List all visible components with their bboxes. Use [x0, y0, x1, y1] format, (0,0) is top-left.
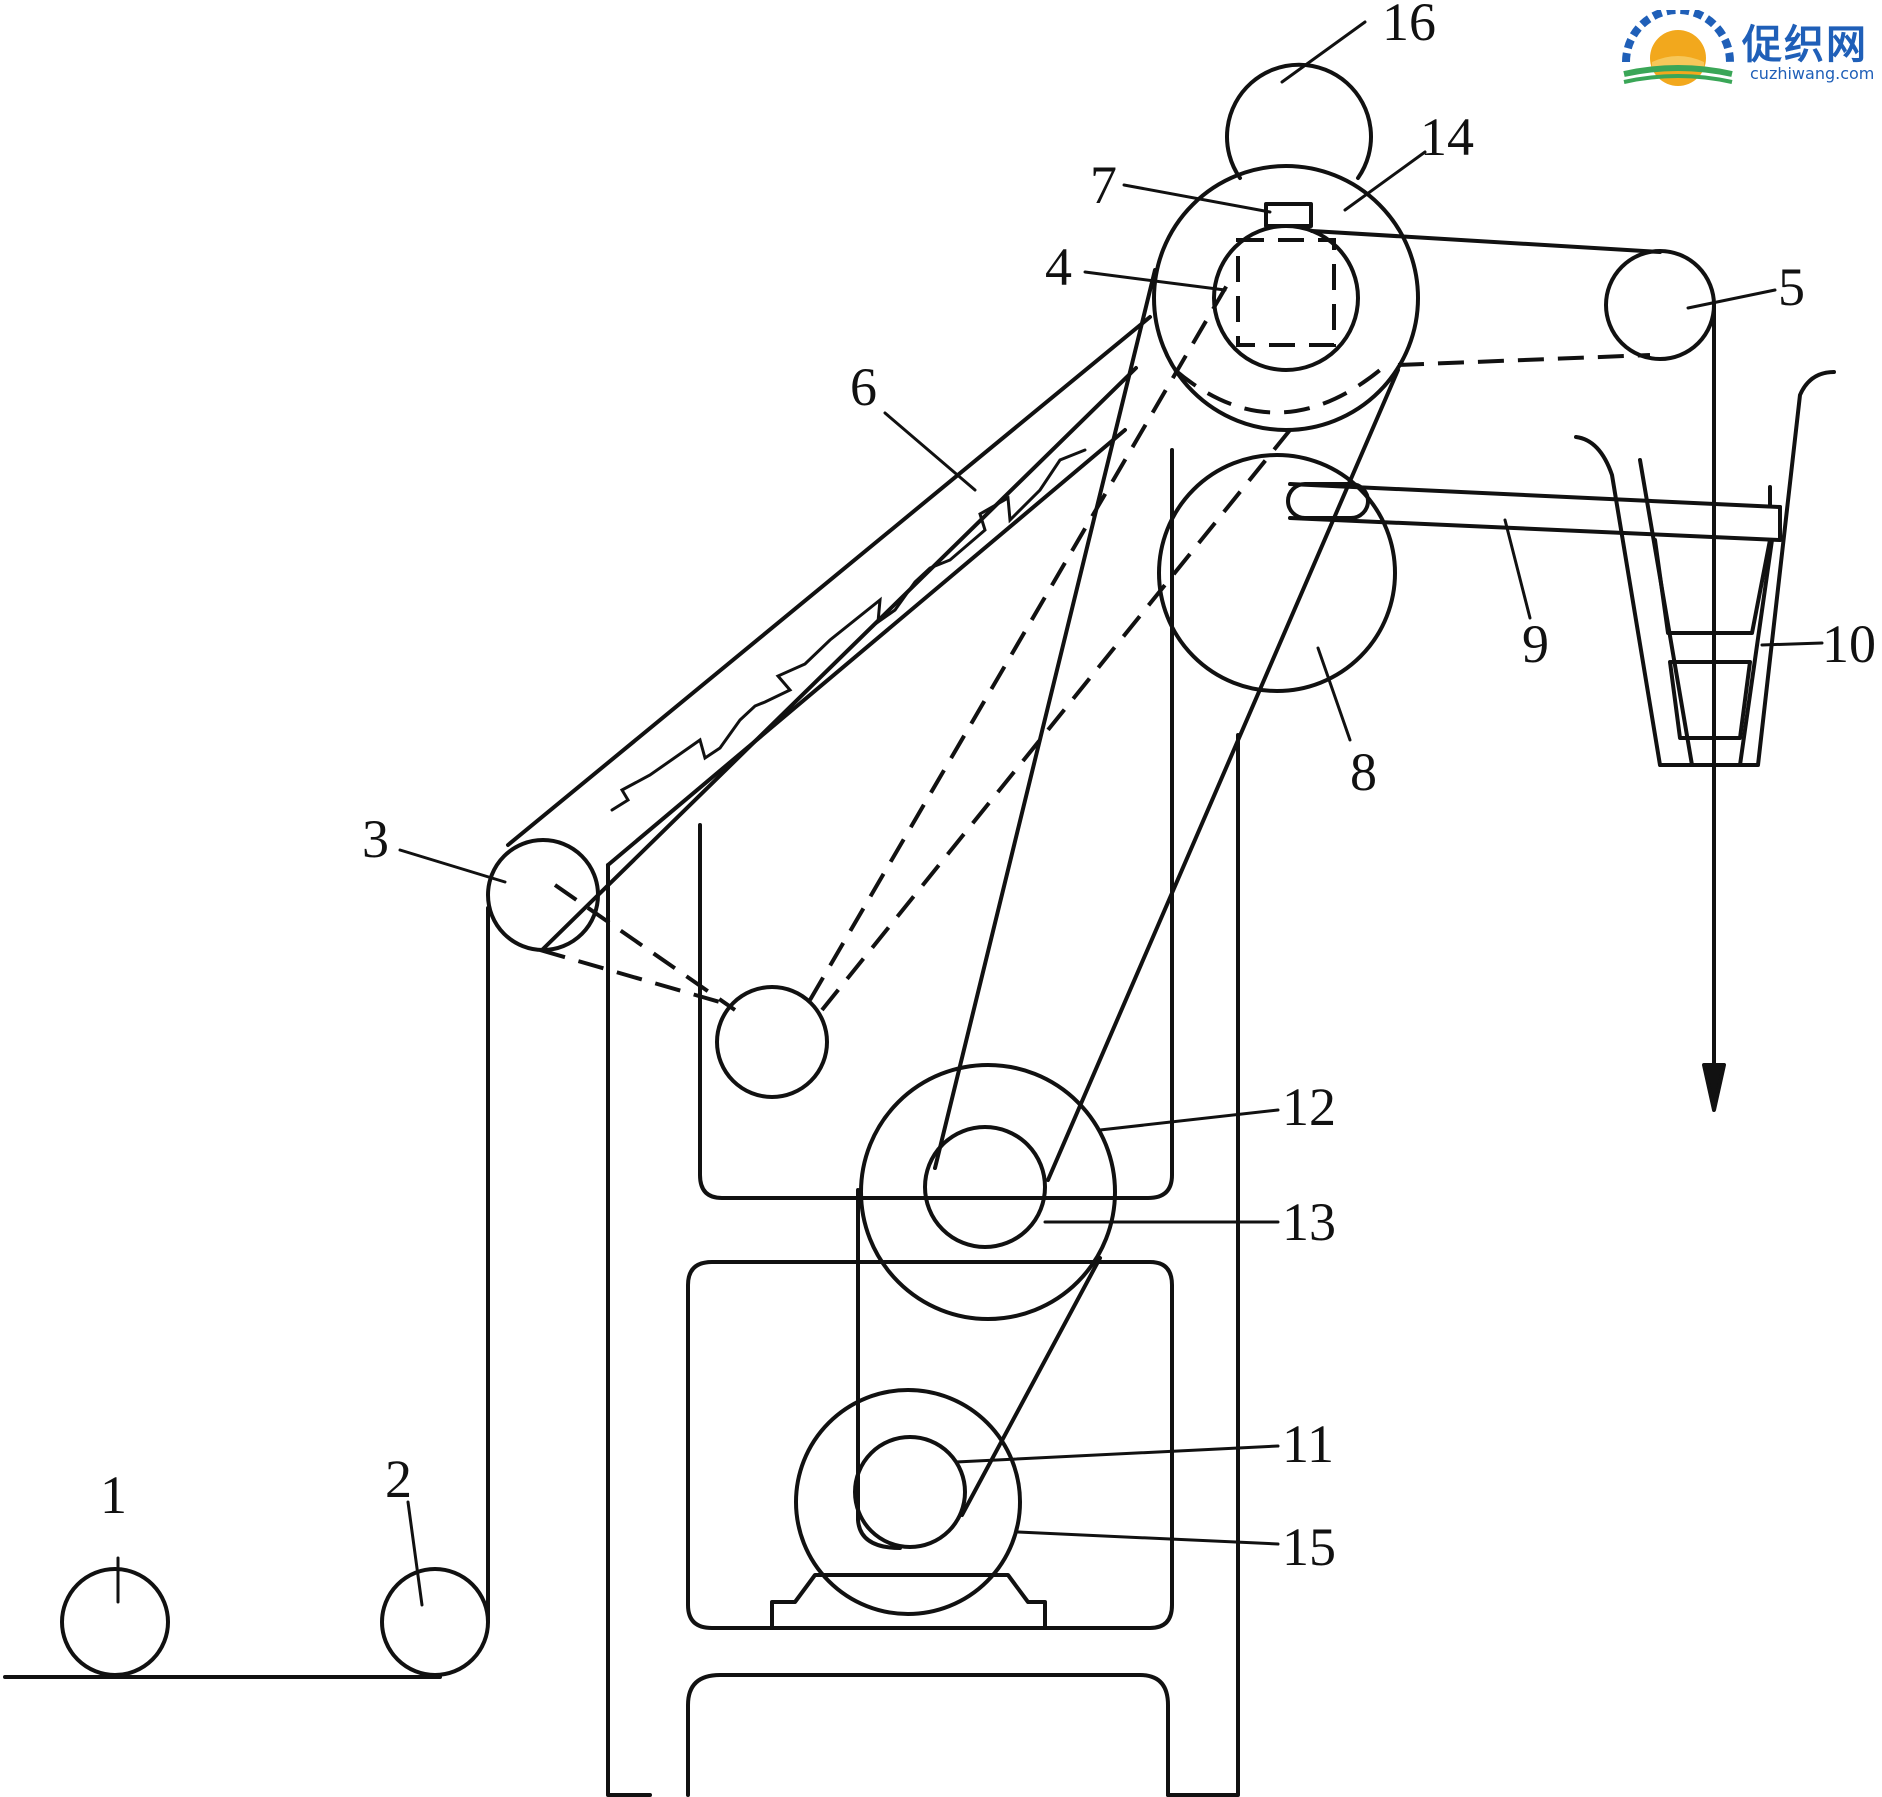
label-15: 15 [1282, 1517, 1336, 1577]
logo-url: cuzhiwang.com [1750, 64, 1875, 83]
fabric-folds-on-conveyor [610, 448, 1087, 812]
leader-5 [1686, 288, 1777, 310]
frame-upper-chamber [698, 448, 1174, 1200]
label-8: 8 [1350, 742, 1377, 802]
pulley-11 [853, 1435, 967, 1549]
bucket-10-lower-trap [1668, 660, 1752, 740]
leader-16 [1280, 20, 1367, 84]
leader-9 [1503, 518, 1532, 620]
pulley-13 [923, 1125, 1047, 1249]
leader-4 [1083, 270, 1227, 292]
leader-12 [1098, 1108, 1280, 1132]
leader-11 [954, 1444, 1280, 1464]
label-9: 9 [1522, 614, 1549, 674]
roller-8 [1157, 453, 1397, 693]
leader-7 [1122, 183, 1272, 214]
dashed-arc-around-4 [1173, 368, 1382, 415]
top-wheel-14 [1152, 164, 1420, 432]
dashed-belt-lower-to-top-2 [820, 428, 1292, 1012]
top-roller-16 [1225, 62, 1373, 180]
roller-3 [486, 838, 600, 952]
leader-2 [406, 1500, 424, 1607]
label-16: 16 [1382, 0, 1436, 52]
pulley-12 [859, 1063, 1117, 1321]
label-7: 7 [1090, 155, 1117, 215]
label-5: 5 [1778, 257, 1805, 317]
label-14: 14 [1420, 107, 1474, 167]
site-logo: 促织网 cuzhiwang.com [1618, 6, 1878, 88]
label-11: 11 [1282, 1414, 1334, 1474]
frame-base-arch [686, 1673, 1170, 1797]
label-13: 13 [1282, 1192, 1336, 1252]
roller-2 [380, 1567, 490, 1677]
bucket-10-outer [1574, 370, 1836, 767]
belt-11-to-12 [856, 1188, 902, 1550]
lever-9-top [1288, 482, 1782, 509]
label-3: 3 [362, 809, 389, 869]
leader-3 [398, 848, 507, 884]
frame-right-post [1166, 733, 1240, 1797]
leader-8 [1316, 646, 1352, 742]
bucket-10-upper-trap [1653, 538, 1772, 635]
label-6: 6 [850, 357, 877, 417]
label-4: 4 [1045, 237, 1072, 297]
dashed-belt-lower-to-top-1 [808, 278, 1232, 1002]
gear-logo-icon [1622, 6, 1734, 86]
leader-10 [1760, 641, 1824, 647]
label-2: 2 [385, 1449, 412, 1509]
exit-arrow-head [1702, 1063, 1726, 1112]
dashed-path-3-to-lower [553, 883, 737, 1012]
roller-4 [1212, 224, 1360, 372]
label-12: 12 [1282, 1077, 1336, 1137]
belt-11-to-12-right [960, 1256, 1102, 1517]
frame-left-post [606, 863, 652, 1797]
inclined-conveyor-outer-top [506, 315, 1152, 847]
label-1: 1 [100, 1465, 127, 1525]
dashed-return-5 [1397, 353, 1651, 367]
leader-15 [1016, 1530, 1280, 1546]
leader-14 [1343, 150, 1427, 212]
motor-housing [686, 1260, 1174, 1630]
lever-9-bottom [1288, 516, 1782, 542]
fabric-top-to-5 [1310, 229, 1662, 254]
logo-name: 促织网 [1742, 22, 1868, 68]
inclined-conveyor-inner [606, 428, 1127, 867]
inclined-conveyor-outer-bottom [540, 366, 1138, 952]
lever-9-slot [1286, 482, 1370, 520]
belt-13-to-14-right [1046, 368, 1400, 1182]
square-beater-4 [1236, 238, 1336, 347]
motor-foot [770, 1573, 1047, 1630]
label-10: 10 [1822, 614, 1876, 674]
roller-1 [60, 1567, 170, 1677]
belt-13-to-14-left [933, 268, 1157, 1170]
leader-6 [883, 411, 977, 492]
pulley-15 [794, 1388, 1022, 1616]
part-7 [1264, 202, 1313, 228]
lower-guide-pulley [715, 985, 829, 1099]
